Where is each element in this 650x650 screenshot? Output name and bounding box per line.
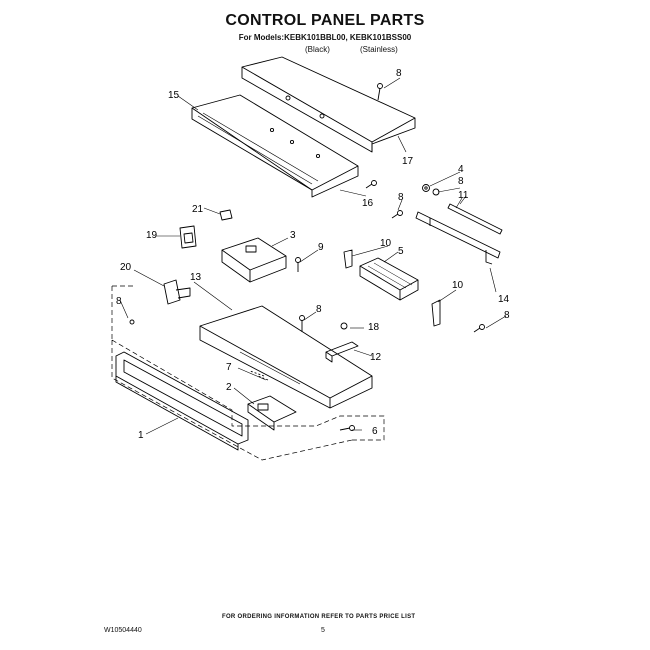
part-5-fan	[359, 257, 419, 301]
callout-2: 2	[226, 382, 232, 393]
part-12-terminal-block	[325, 341, 359, 363]
callout-14: 14	[498, 294, 510, 305]
callout-19: 19	[146, 230, 158, 241]
variant-black-label: (Black)	[305, 45, 330, 54]
callout-8: 8	[398, 192, 404, 203]
callout-12: 12	[370, 352, 382, 363]
part-13-cover-plate	[199, 305, 373, 409]
callout-18: 18	[368, 322, 380, 333]
page-title: CONTROL PANEL PARTS	[225, 12, 425, 29]
ordering-info-note: FOR ORDERING INFORMATION REFER TO PARTS …	[222, 614, 416, 620]
callout-10: 10	[452, 280, 464, 291]
part-15-16-channel	[191, 94, 359, 198]
callout-leader-lines	[119, 77, 507, 435]
callout-8: 8	[396, 68, 402, 79]
part-20-encoder	[163, 279, 191, 305]
variant-stainless-label: (Stainless)	[360, 45, 398, 54]
callout-16: 16	[362, 198, 374, 209]
part-3-control-board	[221, 237, 287, 283]
part-11-strip	[447, 203, 503, 235]
callout-20: 20	[120, 262, 132, 273]
part-10-bracket	[343, 249, 441, 327]
part-14-bracket	[415, 211, 501, 265]
part-4-grommet	[422, 184, 440, 196]
callout-11: 11	[458, 190, 469, 201]
part-21-clip	[219, 209, 233, 221]
part-17-cover	[241, 56, 416, 153]
callout-6: 6	[372, 426, 378, 437]
page-number: 5	[321, 627, 325, 634]
model-numbers: For Models:KEBK101BBL00, KEBK101BSS00	[238, 33, 412, 42]
callout-8: 8	[316, 304, 322, 315]
callout-10: 10	[380, 238, 392, 249]
part-1-front-panel	[115, 351, 249, 451]
screw-parts	[129, 83, 485, 431]
callout-1: 1	[138, 430, 144, 441]
callout-3: 3	[290, 230, 296, 241]
callout-13: 13	[190, 272, 202, 283]
callout-21: 21	[192, 204, 204, 215]
callout-5: 5	[398, 246, 404, 257]
callout-9: 9	[318, 242, 324, 253]
callout-15: 15	[168, 90, 180, 101]
assembly-dashed-outline	[111, 285, 385, 461]
callout-4: 4	[458, 164, 464, 175]
callout-numbers: 8 15 17 4 8 11 16 8 21 3 9 19 10 5 20 13…	[116, 68, 510, 441]
callout-8: 8	[116, 296, 122, 307]
part-19-switch	[179, 225, 197, 249]
part-2-display	[247, 395, 297, 431]
callout-7: 7	[226, 362, 232, 373]
callout-17: 17	[402, 156, 414, 167]
document-number: W10504440	[104, 627, 142, 634]
callout-8: 8	[504, 310, 510, 321]
callout-8: 8	[458, 176, 464, 187]
